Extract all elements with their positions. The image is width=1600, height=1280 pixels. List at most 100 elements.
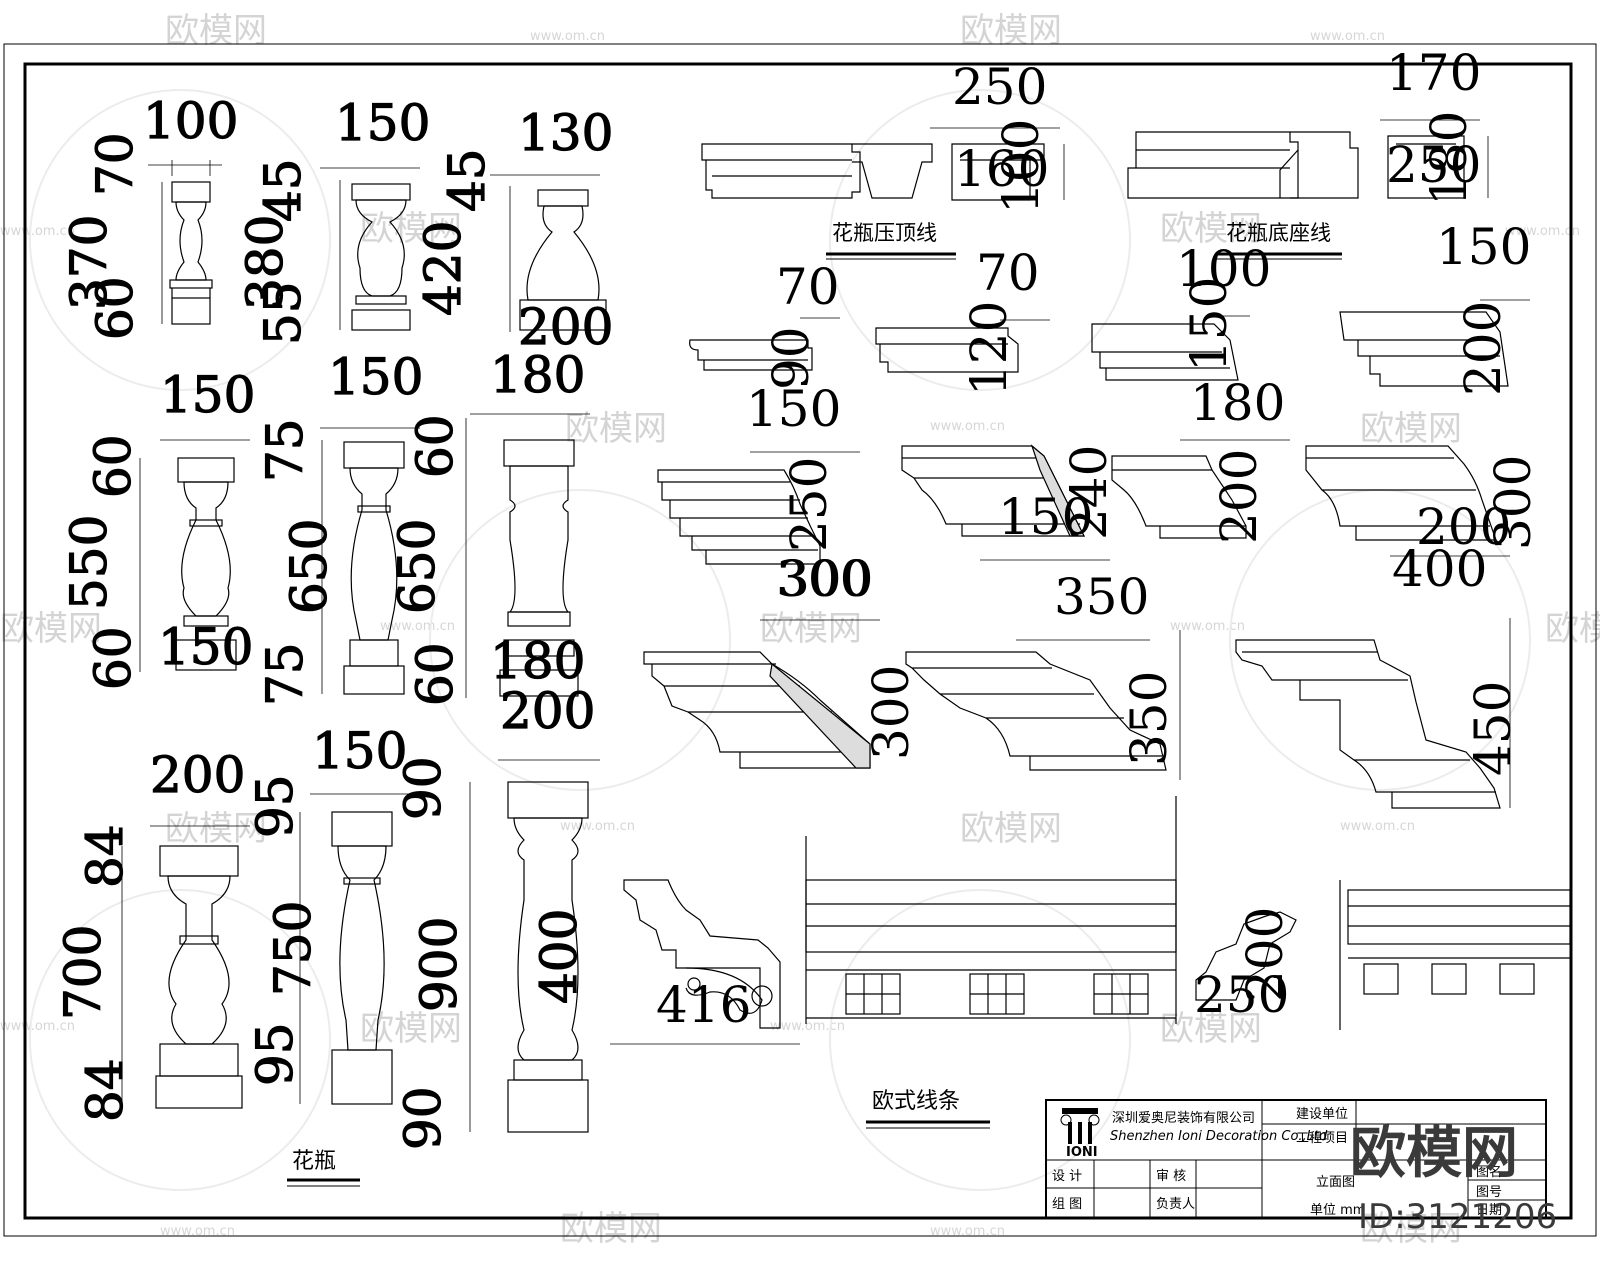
- watermark-url: www.om.cn: [0, 224, 75, 239]
- dim-label: 180: [1420, 111, 1478, 206]
- dim-label: 550: [60, 515, 118, 610]
- dim-label: 250: [780, 457, 838, 552]
- moulding-profile: [689, 339, 813, 371]
- watermark-brand: 欧模网: [165, 11, 267, 51]
- dim-label: 150: [335, 94, 430, 152]
- dim-label: 60: [406, 642, 464, 706]
- dim-label: 150: [160, 366, 255, 424]
- watermark-url: www.om.cn: [930, 419, 1005, 434]
- dim-label: 900: [410, 917, 468, 1012]
- dim-label: 180: [490, 346, 585, 404]
- moulding-profile: [1195, 911, 1297, 1001]
- dim-label: 90: [394, 1086, 452, 1150]
- watermark-layer: 欧模网 www.om.cn 欧模网 www.om.cn www.om.cn 欧模…: [0, 11, 1600, 1249]
- moulding-profile: [643, 651, 871, 769]
- dim-label: 650: [280, 519, 338, 614]
- moulding-profile: [1339, 311, 1509, 387]
- moulding-profile: [901, 445, 1085, 537]
- moulding-row-3: [643, 618, 1511, 809]
- dim-label: 300: [1484, 455, 1542, 550]
- dim-label: 700: [54, 925, 112, 1020]
- dim-label: 240: [1060, 445, 1118, 540]
- dim-label: 45: [254, 158, 312, 222]
- watermark-brand: 欧模网: [360, 1009, 462, 1049]
- big-watermark: 欧模网 ID:3121206: [1350, 1121, 1557, 1237]
- watermark-brand: 欧模网: [760, 609, 862, 649]
- dim-label: 84: [76, 1058, 134, 1122]
- watermark-brand: 欧模网: [165, 809, 267, 849]
- dim-label: 90: [394, 756, 452, 820]
- big-watermark-id: ID:3121206: [1358, 1197, 1557, 1237]
- dim-label: 70: [86, 132, 144, 196]
- dim-label: 650: [388, 519, 446, 614]
- watermark-url: www.om.cn: [530, 29, 605, 44]
- watermark-url: www.om.cn: [1310, 29, 1385, 44]
- watermark-url: www.om.cn: [770, 1019, 845, 1034]
- dim-label: 200: [150, 746, 245, 804]
- section-label-vase-base: 花瓶底座线: [1226, 221, 1331, 245]
- watermark-brand: 欧模网: [1160, 1009, 1262, 1049]
- dim-label: 420: [414, 221, 472, 316]
- dim-label: 300: [778, 550, 873, 608]
- review-label: 审 核: [1156, 1169, 1186, 1184]
- watermark-brand: 欧模网: [1160, 209, 1262, 249]
- fig-no-label: 图号: [1476, 1185, 1502, 1200]
- lead-label: 负责人: [1156, 1197, 1195, 1212]
- baluster-2: [320, 167, 420, 331]
- euro-moulding-row: [610, 796, 1571, 1045]
- dim-label: 100: [1176, 240, 1271, 298]
- dim-label: 150: [998, 488, 1093, 546]
- client-label: 建设单位: [1296, 1107, 1348, 1122]
- dim-label: 95: [246, 1022, 304, 1086]
- watermark-url: www.om.cn: [560, 819, 635, 834]
- watermark-url: www.om.cn: [0, 1019, 75, 1034]
- dim-label: 350: [1054, 568, 1149, 626]
- watermark-brand: 欧模网: [960, 809, 1062, 849]
- watermark-url: www.om.cn: [380, 619, 455, 634]
- watermark-url: www.om.cn: [1170, 619, 1245, 634]
- dim-label: 100: [992, 119, 1050, 214]
- vase-cap-elevation: [701, 143, 861, 199]
- dim-label: 250: [1386, 136, 1481, 194]
- dim-label: 60: [86, 276, 144, 340]
- hatched-section: [769, 662, 871, 769]
- dim-label: 370: [60, 215, 118, 310]
- dim-label: 55: [254, 281, 312, 345]
- outer-border: [3, 43, 1597, 1237]
- moulding-profile: [875, 327, 1019, 373]
- dim-label: 170: [1386, 44, 1481, 102]
- dim-label: 200: [1210, 449, 1268, 544]
- dim-label: 150: [746, 380, 841, 438]
- view-label: 立面图: [1316, 1175, 1355, 1190]
- baluster-6: [465, 413, 590, 698]
- logo-text: IONI: [1066, 1145, 1098, 1160]
- dim-label: 90: [762, 326, 820, 390]
- design-label: 设 计: [1052, 1169, 1082, 1184]
- baluster-9: [469, 759, 600, 1133]
- dim-label: 130: [518, 104, 613, 162]
- moulding-profile: [1111, 455, 1247, 539]
- watermark: 欧模网 www.om.cn 欧模网 www.om.cn www.om.cn 欧模…: [0, 11, 1600, 1249]
- company-logo: IONI: [1060, 1108, 1100, 1160]
- section-label-euro-moulding: 欧式线条: [872, 1089, 960, 1114]
- moulding-profile: [1091, 323, 1239, 381]
- draw-label: 组 图: [1052, 1197, 1082, 1212]
- dim-label: 60: [84, 434, 142, 498]
- vase-base-section: [1387, 135, 1465, 199]
- vase-lines-group: [701, 119, 1489, 201]
- moulding-profile: [657, 469, 821, 565]
- dim-label: 200: [1416, 498, 1511, 556]
- dim-label: 250: [1194, 966, 1289, 1024]
- moulding-profile: [1235, 639, 1501, 809]
- moulding-profile: [905, 651, 1167, 771]
- dim-label: 150: [1436, 218, 1531, 276]
- company-name-en: Shenzhen Ioni Decoration Co.,Ltd: [1110, 1129, 1328, 1144]
- date-label: 日期: [1476, 1203, 1502, 1218]
- dim-label: 300: [862, 665, 920, 760]
- watermark-url: www.om.cn: [1505, 224, 1580, 239]
- watermark-arcs: [29, 89, 1531, 1191]
- watermark-brand: 欧模网: [0, 609, 102, 649]
- watermark-brand: 欧模网: [1360, 409, 1462, 449]
- watermark-url: www.om.cn: [930, 1224, 1005, 1239]
